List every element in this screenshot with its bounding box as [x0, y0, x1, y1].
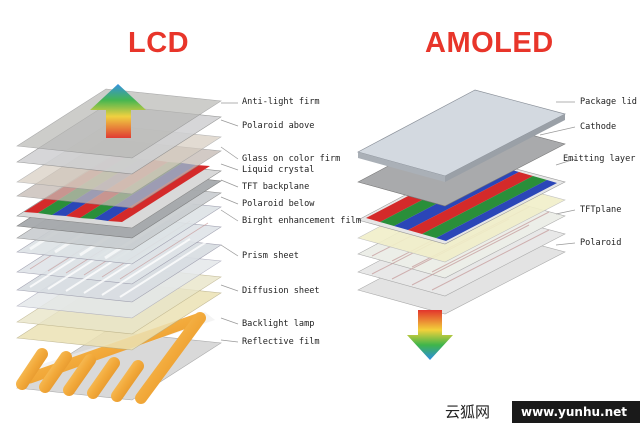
lcd-label-backlight-lamp: Backlight lamp	[242, 319, 315, 329]
lcd-layer-stack	[16, 84, 222, 404]
lcd-label-reflective-film: Reflective film	[242, 337, 320, 347]
amoled-leader-lines	[539, 101, 576, 246]
amoled-label-emitting-layer: Emitting layer	[563, 154, 636, 164]
lcd-label-glass-on-color-firm: Glass on color firm	[242, 154, 341, 164]
amoled-label-package-lid: Package lid	[580, 97, 637, 107]
amoled-label-tftplane: TFTplane	[580, 205, 622, 215]
lcd-leader-lines	[220, 102, 239, 343]
lcd-label-tft-backplane: TFT backplane	[242, 182, 310, 192]
watermark-site-name: 云狐网	[445, 403, 491, 421]
watermark-url: www.yunhu.net	[521, 405, 628, 419]
lcd-label-polaroid-below: Polaroid below	[242, 199, 315, 209]
lcd-label-prism-sheet: Prism sheet	[242, 251, 299, 261]
lcd-label-diffusion-sheet: Diffusion sheet	[242, 286, 320, 296]
amoled-layer-stack	[357, 89, 566, 360]
lcd-title: LCD	[128, 27, 190, 59]
light-down-arrow	[407, 310, 453, 360]
amoled-package-lid-layer	[357, 89, 566, 182]
amoled-label-polaroid: Polaroid	[580, 238, 622, 248]
lcd-lamp-tubes	[16, 312, 206, 404]
lcd-label-anti-light-firm: Anti-light firm	[242, 97, 320, 107]
light-up-arrow	[90, 84, 146, 138]
watermark-box	[512, 401, 640, 423]
amoled-title: AMOLED	[425, 27, 554, 59]
amoled-label-cathode: Cathode	[580, 122, 617, 132]
lcd-label-liquid-crystal: Liquid crystal	[242, 165, 315, 175]
lcd-label-bright-enhancement-film: Birght enhancement film	[242, 216, 361, 226]
lcd-label-polaroid-above: Polaroid above	[242, 121, 315, 131]
